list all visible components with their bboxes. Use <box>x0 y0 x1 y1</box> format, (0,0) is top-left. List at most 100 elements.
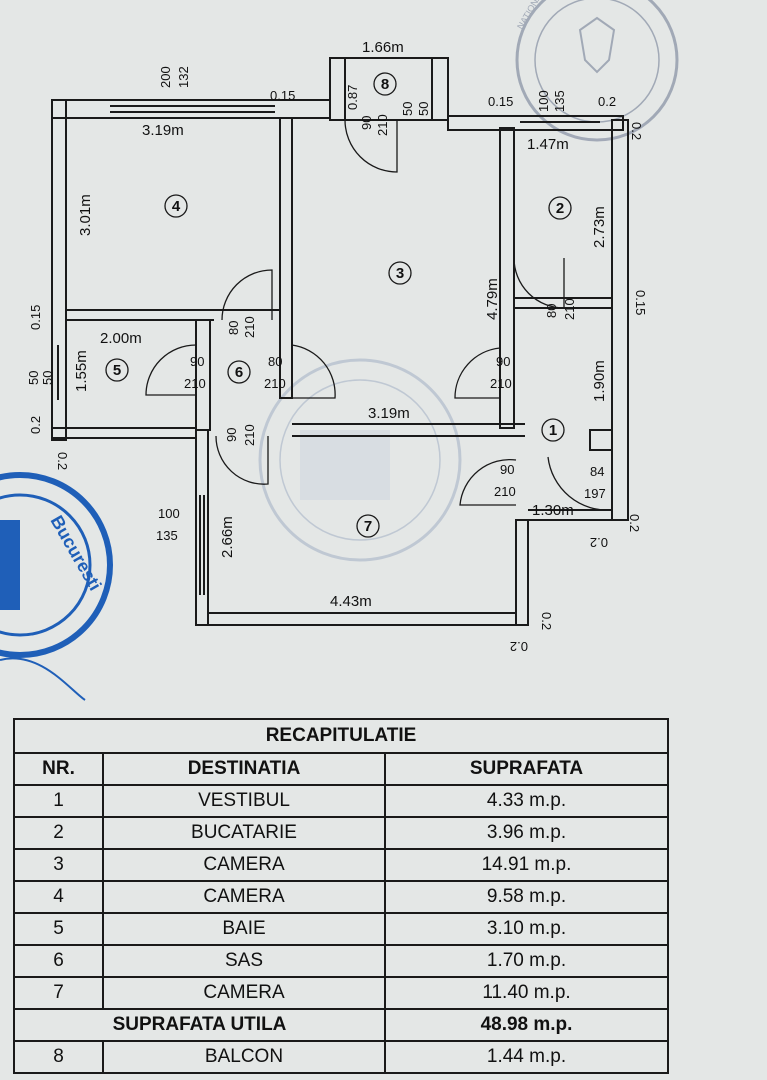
dim-door-main-a: 84 <box>590 464 604 479</box>
dim-door-entry-b: 210 <box>494 484 516 499</box>
row-suprafata: 1.44 m.p. <box>383 1040 670 1074</box>
table-row: 8 BALCON 1.44 m.p. <box>13 1040 670 1074</box>
dim-door5-a: 90 <box>190 354 204 369</box>
dim-wall-02-c: 0.2 <box>28 416 43 434</box>
row-suprafata: 9.58 m.p. <box>383 880 670 914</box>
row-nr: 4 <box>13 880 104 914</box>
dim-wall-02-d: 0.2 <box>55 452 70 470</box>
dim-wall-02-h: 0.2 <box>510 639 528 654</box>
header-nr: NR. <box>13 752 104 786</box>
room-marker-4: 4 <box>164 194 188 218</box>
room-marker-1: 1 <box>541 418 565 442</box>
dim-room5-h: 1.55m <box>73 350 90 392</box>
svg-text:6: 6 <box>235 364 243 381</box>
table-row: 3 CAMERA 14.91 m.p. <box>13 848 670 882</box>
dim-room4-w: 3.19m <box>142 122 184 139</box>
dim-window-tl-b: 132 <box>176 66 191 88</box>
row-nr: 7 <box>13 976 104 1010</box>
row-suprafata: 14.91 m.p. <box>383 848 670 882</box>
svg-text:1: 1 <box>549 422 557 439</box>
dim-wall-015-b: 0.15 <box>488 94 513 109</box>
dim-wall-02-g: 0.2 <box>539 612 554 630</box>
dim-room7-h: 2.66m <box>219 516 236 558</box>
dim-corridor-w: 3.19m <box>368 405 410 422</box>
header-suprafata: SUPRAFATA <box>383 752 670 786</box>
table-row: 2 BUCATARIE 3.96 m.p. <box>13 816 670 850</box>
total-row: SUPRAFATA UTILA 48.98 m.p. <box>13 1008 670 1042</box>
dim-door-hall-a: 90 <box>496 354 510 369</box>
table-row: 5 BAIE 3.10 m.p. <box>13 912 670 946</box>
dim-door7-b: 210 <box>242 424 257 446</box>
dim-room2-h: 2.73m <box>591 206 608 248</box>
dim-room5-w: 2.00m <box>100 330 142 347</box>
room-marker-3: 3 <box>388 261 412 285</box>
dim-wall-02-a: 0.2 <box>598 94 616 109</box>
dim-win7-b: 135 <box>156 528 178 543</box>
dim-door-hall-b: 210 <box>490 376 512 391</box>
dim-win5-b1: 50 <box>40 371 55 385</box>
svg-text:2: 2 <box>556 200 564 217</box>
dim-door-kit-a: 80 <box>544 304 559 318</box>
row-nr: 8 <box>13 1040 104 1074</box>
dim-wall-02-b: 0.2 <box>629 122 644 140</box>
row-destinatia: SAS <box>102 944 386 978</box>
dim-win-bal-b1: 50 <box>416 102 431 116</box>
row-destinatia: BUCATARIE <box>102 816 386 850</box>
row-nr: 5 <box>13 912 104 946</box>
recap-header-row: NR. DESTINATIA SUPRAFATA <box>13 752 670 786</box>
dim-door4-a: 80 <box>226 321 241 335</box>
row-suprafata: 11.40 m.p. <box>383 976 670 1010</box>
table-row: 1 VESTIBUL 4.33 m.p. <box>13 784 670 818</box>
recap-title: RECAPITULATIE <box>12 718 670 754</box>
dim-wall-015-a: 0.15 <box>270 88 295 103</box>
dim-door-kit-b: 210 <box>562 298 577 320</box>
dim-door3-a: 80 <box>268 354 282 369</box>
dim-room2-w: 1.47m <box>527 136 569 153</box>
row-destinatia: VESTIBUL <box>102 784 386 818</box>
row-destinatia: CAMERA <box>102 848 386 882</box>
dim-wall-02-f: 0.2 <box>590 535 608 550</box>
dim-win-bal-a1: 50 <box>400 102 415 116</box>
svg-text:3: 3 <box>396 265 404 282</box>
room-marker-5: 5 <box>105 358 129 382</box>
dim-wall-087: 0.87 <box>345 85 360 110</box>
dim-door3-b: 210 <box>264 376 286 391</box>
row-nr: 6 <box>13 944 104 978</box>
dim-win5-a1: 50 <box>26 371 41 385</box>
dim-wall-015-d: 0.15 <box>28 305 43 330</box>
row-destinatia: BAIE <box>102 912 386 946</box>
room-markers: 1 2 3 4 5 6 7 8 <box>105 72 572 538</box>
table-row: 4 CAMERA 9.58 m.p. <box>13 880 670 914</box>
svg-text:7: 7 <box>364 518 372 535</box>
dim-door7-a: 90 <box>224 428 239 442</box>
row-destinatia: CAMERA <box>102 880 386 914</box>
table-row: 6 SAS 1.70 m.p. <box>13 944 670 978</box>
table-row: 7 CAMERA 11.40 m.p. <box>13 976 670 1010</box>
row-suprafata: 1.70 m.p. <box>383 944 670 978</box>
row-destinatia: CAMERA <box>102 976 386 1010</box>
room-marker-8: 8 <box>373 72 397 96</box>
dim-room3-h: 4.79m <box>484 278 501 320</box>
svg-text:5: 5 <box>113 362 121 379</box>
dim-door-entry-a: 90 <box>500 462 514 477</box>
row-suprafata: 3.96 m.p. <box>383 816 670 850</box>
dim-room7-w: 4.43m <box>330 593 372 610</box>
dim-door5-b: 210 <box>184 376 206 391</box>
dimension-labels: 1.66m 200 132 0.15 0.87 90 210 50 50 0.1… <box>26 39 648 654</box>
door-swings <box>145 119 613 511</box>
faint-stamp-center <box>258 358 462 562</box>
row-nr: 2 <box>13 816 104 850</box>
row-nr: 3 <box>13 848 104 882</box>
dim-balcony-width: 1.66m <box>362 39 404 56</box>
dim-win-tr-a: 100 <box>536 90 551 112</box>
room-marker-6: 6 <box>227 360 251 384</box>
dim-room1-h: 1.90m <box>591 360 608 402</box>
dim-door-bal-b: 210 <box>375 114 390 136</box>
dim-wall-015-c: 0.15 <box>633 290 648 315</box>
header-destinatia: DESTINATIA <box>102 752 386 786</box>
total-label: SUPRAFATA UTILA <box>13 1008 386 1042</box>
walls <box>51 57 629 626</box>
row-destinatia: BALCON <box>102 1040 386 1074</box>
dim-door4-b: 210 <box>242 316 257 338</box>
dim-win7-a: 100 <box>158 506 180 521</box>
